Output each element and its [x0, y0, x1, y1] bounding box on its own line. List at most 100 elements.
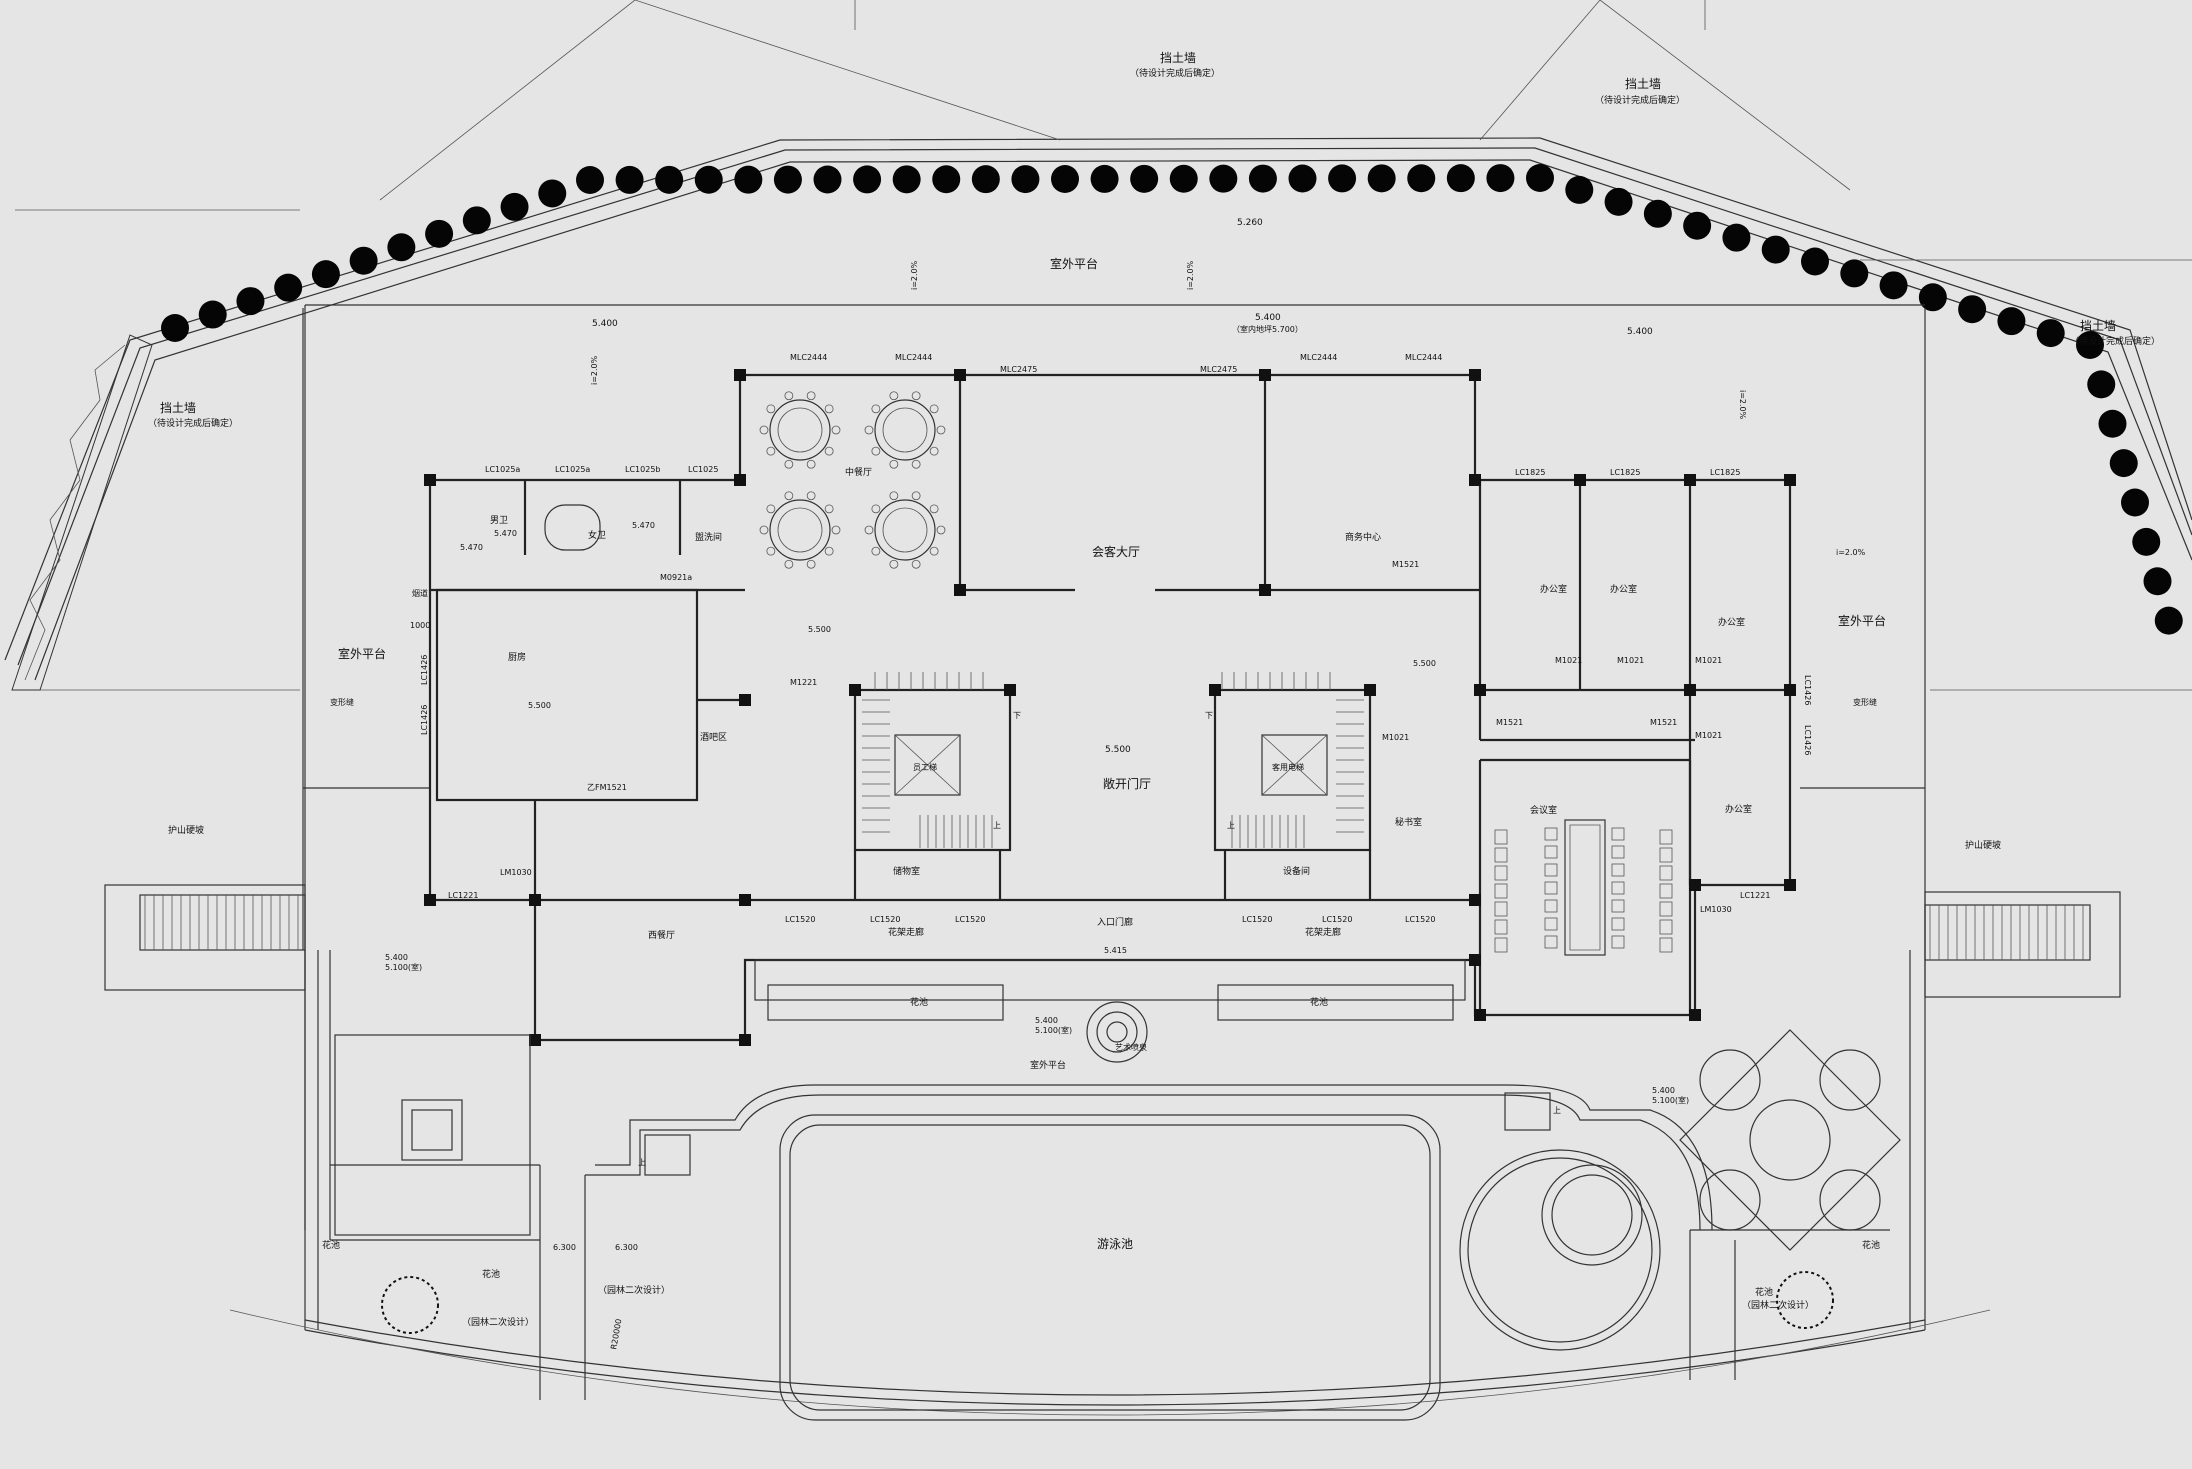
code-lc1025: LC1025: [688, 465, 718, 474]
label-flower-bed-6: 花池: [1755, 1286, 1773, 1298]
code-m1021-4: M1021: [1695, 731, 1722, 740]
room-labels: 会客大厅 中餐厅 商务中心 办公室 办公室 办公室 办公室 会议室 秘书室 敞开…: [322, 466, 1880, 1350]
chair: [889, 391, 899, 401]
code-lc1426-4: LC1426: [1803, 725, 1812, 755]
chair: [1611, 935, 1625, 949]
chair: [1544, 827, 1558, 841]
label-flower-bed-5: 花池: [1862, 1239, 1880, 1251]
column: [1684, 474, 1696, 486]
chair: [1544, 899, 1558, 913]
label-office-3: 办公室: [1718, 616, 1745, 628]
chair: [929, 504, 939, 514]
elev-5400-left: 5.400: [592, 319, 618, 329]
label-open-hall: 敞开门厅: [1103, 776, 1151, 791]
chair: [766, 446, 776, 456]
label-office-1: 办公室: [1540, 583, 1567, 595]
tree-dot: [1051, 165, 1079, 193]
round-table: [874, 399, 936, 461]
slope-d: i=2.0%: [1738, 390, 1747, 420]
chair: [911, 559, 921, 569]
chair: [864, 425, 874, 435]
columns: [424, 369, 1796, 1046]
chair: [784, 459, 794, 469]
label-chimney: 烟道: [412, 588, 428, 598]
round-table-inner: [882, 407, 928, 453]
tree-dot: [1997, 307, 2026, 336]
label-office-4: 办公室: [1725, 803, 1752, 815]
code-lc1025b: LC1025b: [625, 465, 660, 474]
column: [1469, 954, 1481, 966]
stone-slope: [11, 334, 153, 691]
tree-dot: [1761, 235, 1790, 264]
elev-5400-mid: 5.400: [1255, 313, 1281, 323]
chair: [1544, 935, 1558, 949]
label-outdoor-platform-top: 室外平台: [1050, 256, 1098, 271]
label-up-4: 上: [1227, 821, 1235, 830]
tree-dot: [1565, 175, 1594, 204]
tree-dot: [1722, 223, 1751, 252]
column: [1259, 369, 1271, 381]
slope-a: i=2.0%: [590, 355, 599, 385]
chair: [1659, 937, 1673, 953]
tree-dot: [615, 165, 644, 194]
code-lc1025a-2: LC1025a: [555, 465, 590, 474]
column: [734, 369, 746, 381]
chair: [1544, 845, 1558, 859]
label-landscape-1: （园林二次设计）: [462, 1316, 534, 1328]
chair: [864, 525, 874, 535]
code-lc1825-3: LC1825: [1710, 468, 1740, 477]
tree-dot: [655, 165, 684, 194]
code-m1021-1: M1021: [1555, 656, 1582, 665]
label-art-fountain: 艺术喷泉: [1115, 1042, 1147, 1052]
chair: [936, 425, 946, 435]
label-western-dining: 西餐厅: [648, 929, 675, 941]
label-secretary: 秘书室: [1395, 816, 1422, 828]
tree-dot: [538, 179, 567, 208]
chair: [766, 546, 776, 556]
code-m1021-5: M1021: [1382, 733, 1409, 742]
chair: [1494, 865, 1508, 881]
chair: [911, 391, 921, 401]
tree-dot: [1209, 164, 1238, 193]
chair: [929, 404, 939, 414]
chair: [1659, 847, 1673, 863]
round-table-inner: [777, 507, 823, 553]
tree-dot: [932, 165, 961, 194]
label-pergola-left: 花架走廊: [888, 926, 924, 938]
tree-dot: [274, 273, 303, 302]
elev-5500-a: 5.500: [808, 625, 831, 634]
chair: [831, 425, 841, 435]
elev-5400-lt: 5.400: [385, 953, 408, 962]
label-retaining-wall-far-right: 挡土墙: [2080, 319, 2116, 333]
column: [1474, 1009, 1486, 1021]
chair: [1494, 883, 1508, 899]
chair: [936, 525, 946, 535]
code-m1521-1: M1521: [1392, 560, 1419, 569]
chair: [889, 459, 899, 469]
label-down-2: 下: [1205, 711, 1213, 720]
door-codes: MLC2444 MLC2444 MLC2475 MLC2475 MLC2444 …: [420, 353, 1812, 924]
chair: [759, 525, 769, 535]
chair: [1494, 919, 1508, 935]
label-retaining-wall-note-top: （待设计完成后确定）: [1130, 67, 1220, 79]
tree-dot: [2109, 449, 2138, 478]
label-pergola-right: 花架走廊: [1305, 926, 1341, 938]
code-lc1520-5: LC1520: [1322, 915, 1352, 924]
chair: [824, 504, 834, 514]
chair: [1494, 829, 1508, 845]
slope-e: i=2.0%: [1836, 548, 1866, 557]
elev-6300-b: 6.300: [615, 1243, 638, 1252]
label-guest-elevator: 客用电梯: [1272, 762, 1304, 772]
chair: [1659, 901, 1673, 917]
code-lc1520-2: LC1520: [870, 915, 900, 924]
round-table: [769, 399, 831, 461]
column: [954, 584, 966, 596]
column: [1469, 474, 1481, 486]
code-m1521-2: M1521: [1496, 718, 1523, 727]
elev-5100-rt: 5.100(室): [1652, 1095, 1689, 1105]
label-retaining-wall-left: 挡土墙: [160, 401, 196, 415]
label-reception-hall: 会客大厅: [1092, 544, 1140, 559]
label-joint-left: 变形缝: [330, 697, 354, 707]
label-retaining-wall-right: 挡土墙: [1625, 77, 1661, 91]
